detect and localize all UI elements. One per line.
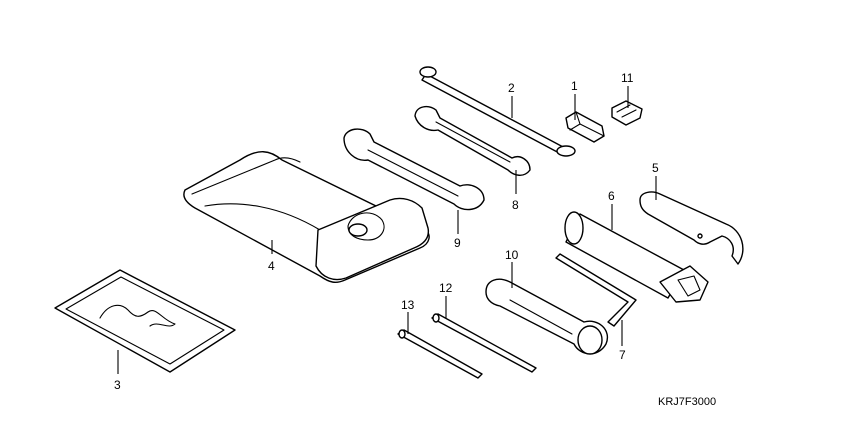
part-1-fuse-puller[interactable] [565,111,605,143]
part-5-pin-spanner[interactable] [639,191,744,265]
part-10-screwdriver-handle[interactable] [485,278,609,355]
callout-5: 5 [652,161,659,175]
part-3-document-sleeve[interactable] [54,269,236,373]
callout-9: 9 [454,236,461,250]
callout-2: 2 [508,81,515,95]
callout-12: 12 [439,281,453,295]
callout-4: 4 [268,259,275,273]
part-9-double-wrench[interactable] [343,128,485,211]
callout-3: 3 [114,378,121,392]
part-12-screwdriver-bit[interactable] [431,313,537,373]
callout-7: 7 [619,348,626,362]
callout-13: 13 [401,298,415,312]
part-6-socket-wrench[interactable] [564,211,709,303]
part-7-hex-key[interactable] [555,253,637,327]
part-4-tool-bag[interactable] [183,151,430,284]
diagram-code: KRJ7F3000 [658,396,716,408]
callout-8: 8 [512,198,519,212]
callout-11: 11 [621,71,634,85]
part-11-spare-fuse[interactable] [611,100,643,126]
callout-10: 10 [505,248,519,262]
callout-1: 1 [571,79,578,93]
part-2-wrench-bar[interactable] [419,66,576,157]
callout-6: 6 [608,189,615,203]
part-8-open-end-wrench[interactable] [414,105,531,176]
part-13-screwdriver-bit[interactable] [397,329,483,379]
